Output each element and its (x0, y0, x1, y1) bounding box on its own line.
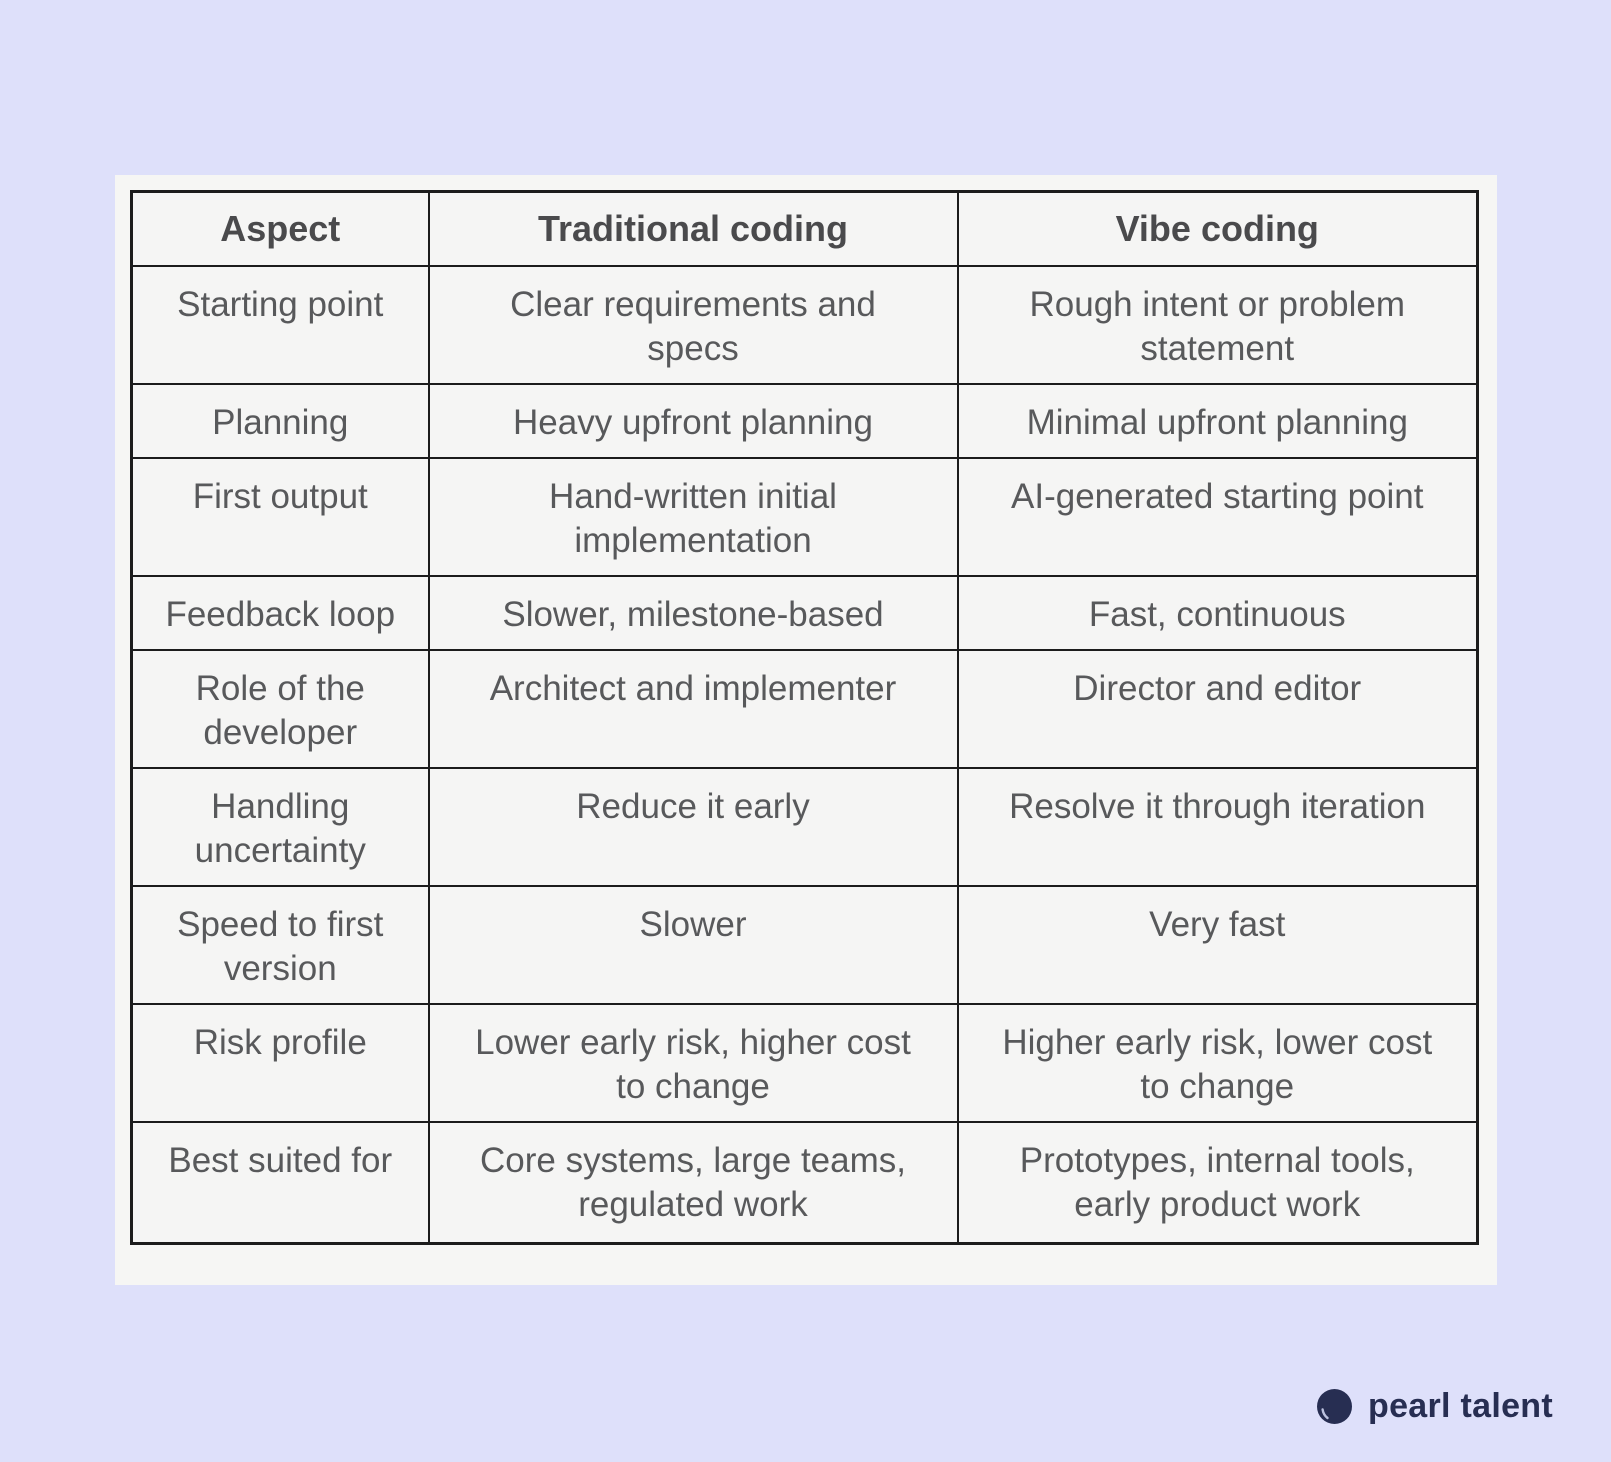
column-header-aspect: Aspect (130, 190, 430, 267)
table-row: Starting point Clear requirements and sp… (130, 264, 1479, 385)
traditional-cell: Lower early risk, higher cost to change (427, 1002, 959, 1123)
row-label: Starting point (130, 264, 430, 385)
traditional-cell: Hand-written initial implementation (427, 456, 959, 577)
comparison-table: Aspect Traditional coding Vibe coding St… (130, 190, 1479, 1245)
row-label: Feedback loop (130, 574, 430, 651)
vibe-cell: Director and editor (956, 648, 1479, 769)
table-row: Planning Heavy upfront planning Minimal … (130, 382, 1479, 459)
traditional-cell: Slower (427, 884, 959, 1005)
row-label: First output (130, 456, 430, 577)
logo-text: pearl talent (1368, 1387, 1553, 1425)
pearl-circle-icon (1317, 1389, 1352, 1424)
traditional-cell: Clear requirements and specs (427, 264, 959, 385)
table-row: Role of the developer Architect and impl… (130, 648, 1479, 769)
vibe-cell: Higher early risk, lower cost to change (956, 1002, 1479, 1123)
row-label: Speed to first version (130, 884, 430, 1005)
table-row: Handling uncertainty Reduce it early Res… (130, 766, 1479, 887)
vibe-cell: Resolve it through iteration (956, 766, 1479, 887)
vibe-cell: Very fast (956, 884, 1479, 1005)
table-row: Risk profile Lower early risk, higher co… (130, 1002, 1479, 1123)
vibe-cell: Minimal upfront planning (956, 382, 1479, 459)
table-card: Aspect Traditional coding Vibe coding St… (115, 175, 1497, 1285)
row-label: Planning (130, 382, 430, 459)
table-row: Speed to first version Slower Very fast (130, 884, 1479, 1005)
traditional-cell: Slower, milestone-based (427, 574, 959, 651)
column-header-traditional: Traditional coding (427, 190, 959, 267)
row-label: Risk profile (130, 1002, 430, 1123)
table-row: First output Hand-written initial implem… (130, 456, 1479, 577)
traditional-cell: Architect and implementer (427, 648, 959, 769)
row-label: Handling uncertainty (130, 766, 430, 887)
vibe-cell: Fast, continuous (956, 574, 1479, 651)
column-header-vibe: Vibe coding (956, 190, 1479, 267)
traditional-cell: Heavy upfront planning (427, 382, 959, 459)
traditional-cell: Core systems, large teams, regulated wor… (427, 1120, 959, 1245)
row-label: Best suited for (130, 1120, 430, 1245)
table-row: Best suited for Core systems, large team… (130, 1120, 1479, 1245)
pearl-talent-logo: pearl talent (1316, 1387, 1553, 1426)
table-row: Feedback loop Slower, milestone-based Fa… (130, 574, 1479, 651)
vibe-cell: Prototypes, internal tools, early produc… (956, 1120, 1479, 1245)
vibe-cell: Rough intent or problem statement (956, 264, 1479, 385)
row-label: Role of the developer (130, 648, 430, 769)
vibe-cell: AI-generated starting point (956, 456, 1479, 577)
traditional-cell: Reduce it early (427, 766, 959, 887)
header-row: Aspect Traditional coding Vibe coding (130, 190, 1479, 267)
